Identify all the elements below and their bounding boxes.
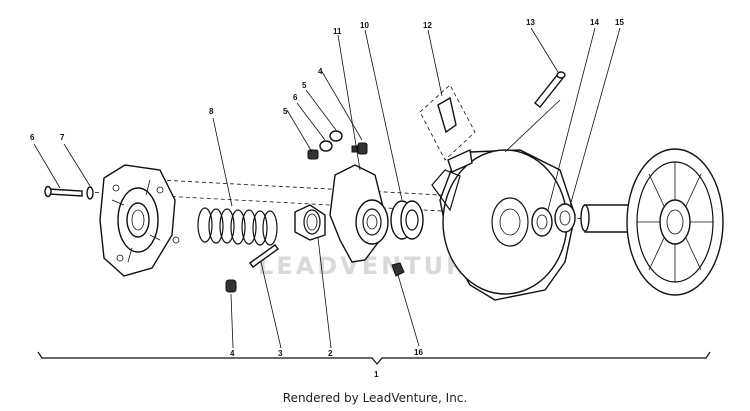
cover-plate (99, 164, 180, 277)
callout-12: 12 (423, 21, 432, 30)
part-13-bolt (534, 71, 566, 108)
spider (329, 164, 389, 263)
part-9-springs (197, 207, 278, 246)
callout-6: 6 (293, 93, 298, 102)
part-2-nut (294, 204, 326, 241)
leader-lines (33, 27, 621, 349)
part-3-pin (249, 244, 279, 268)
watermark-text: LEADVENTURE (258, 252, 487, 280)
callout-1: 1 (374, 370, 379, 379)
callout-9: 8 (209, 107, 214, 116)
part-12-clip (419, 84, 476, 161)
parts-5-6-hardware (307, 130, 368, 160)
callout-4-upper: 4 (318, 67, 323, 76)
callout-16: 16 (414, 348, 423, 357)
callout-8: 7 (60, 133, 65, 142)
callout-14: 14 (590, 18, 599, 27)
callout-3: 3 (278, 349, 283, 358)
part-8-washer (86, 186, 94, 200)
part-15-washer (554, 203, 576, 233)
callout-15: 15 (615, 18, 624, 27)
part-7-bolt (44, 185, 83, 198)
callout-13: 13 (526, 18, 535, 27)
sheave-drum (431, 148, 576, 301)
part-16-fitting (391, 262, 405, 277)
callout-7: 6 (30, 133, 35, 142)
part-14-washer (531, 207, 553, 237)
rendered-by-caption: Rendered by LeadVenture, Inc. (282, 391, 468, 405)
callout-4-lower: 4 (230, 349, 235, 358)
callout-11: 11 (333, 27, 342, 36)
callout-10: 10 (360, 21, 369, 30)
part-4-roller (225, 279, 237, 293)
callout-2: 2 (328, 349, 333, 358)
part-10-bushing (390, 200, 424, 240)
callout-5-left: 5 (283, 107, 288, 116)
shaft-and-sheave (580, 148, 724, 296)
callout-5-upper: 5 (302, 81, 307, 90)
assembly-bracket (37, 351, 711, 365)
